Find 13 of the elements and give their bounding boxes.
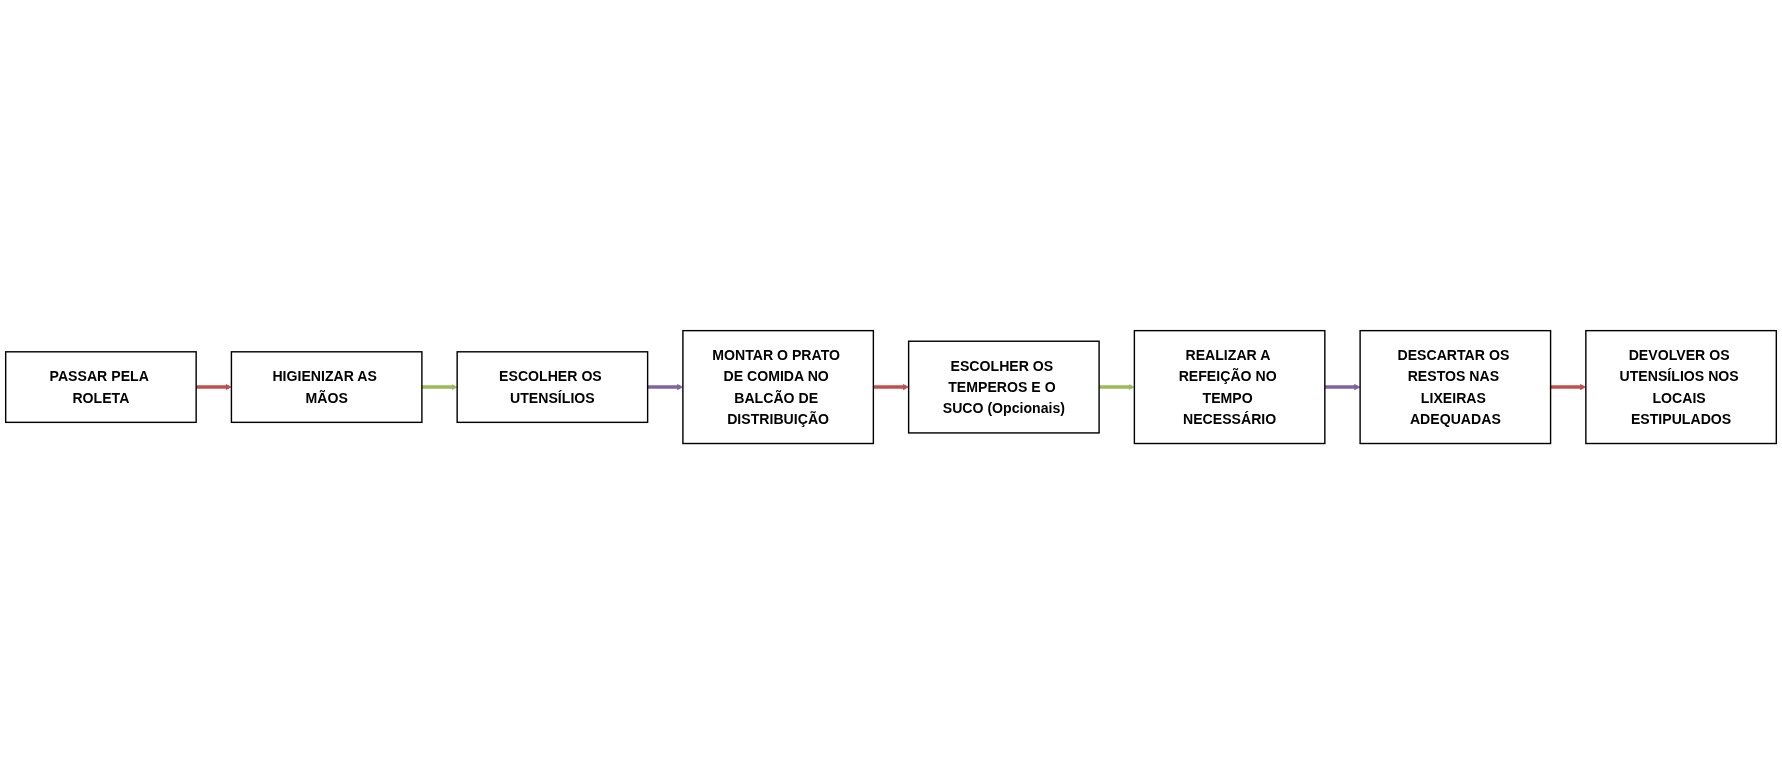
arrow xyxy=(1099,384,1135,391)
node-box: ESCOLHER OS TEMPEROS E O SUCO (Opcionais) xyxy=(907,340,1100,435)
node-box: PASSAR PELA ROLETA xyxy=(4,351,197,424)
node-box: REALIZAR A REFEIÇÃO NO TEMPO NECESSÁRIO xyxy=(1133,330,1326,445)
node-box: DEVOLVER OS UTENSÍLIOS NOS LOCAIS ESTIPULADOS xyxy=(1585,330,1778,445)
arrow xyxy=(421,384,458,391)
node-box: DESCARTAR OS RESTOS NAS LIXEIRAS ADEQUADAS xyxy=(1359,330,1552,445)
arrow xyxy=(1324,384,1361,391)
node-box: HIGIENIZAR AS MÃOS xyxy=(230,351,423,424)
arrow xyxy=(196,384,232,391)
node-box: MONTAR O PRATO DE COMIDA NO BALCÃO DE DISTRIBUIÇÃO xyxy=(682,330,875,445)
arrow xyxy=(873,384,909,391)
node-box: ESCOLHER OS UTENSÍLIOS xyxy=(456,351,649,424)
